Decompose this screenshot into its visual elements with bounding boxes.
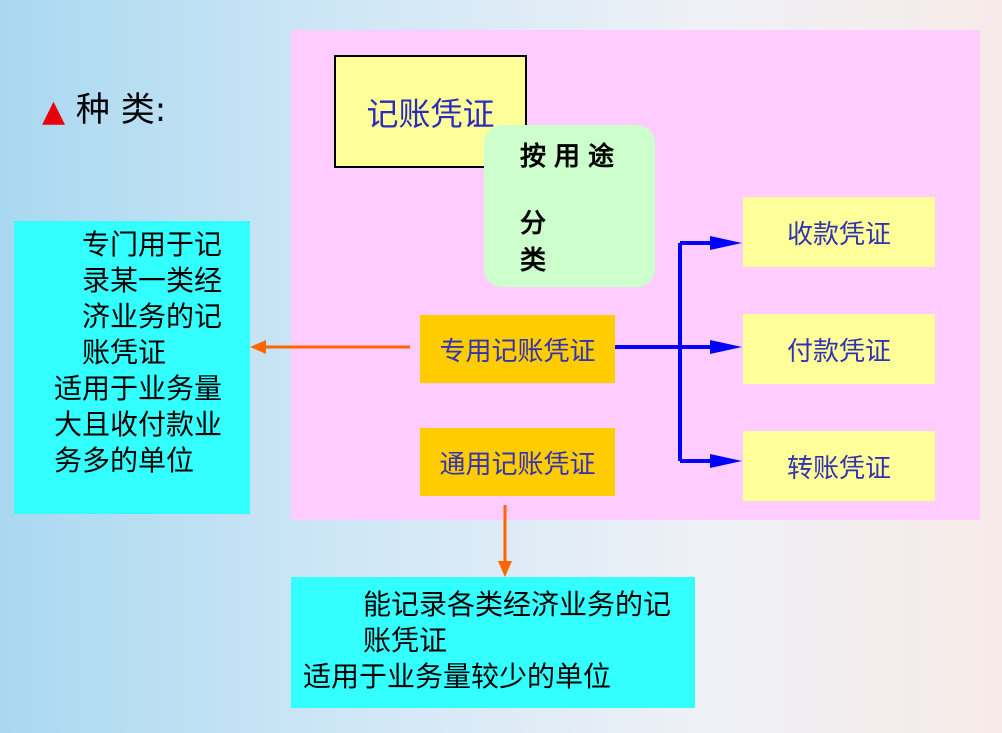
special-note-usage: 适用于业务量大且收付款业务多的单位: [54, 372, 223, 477]
general-note-usage: 适用于业务量较少的单位: [303, 660, 612, 693]
orange-arrowhead-down: [498, 561, 512, 577]
receipt-voucher-node: 收款凭证: [743, 197, 935, 267]
special-note-definition: 专门用于记录某一类经济业务的记账凭证: [82, 228, 223, 369]
general-voucher-note: 能记录各类经济业务的记账凭证 适用于业务量较少的单位: [291, 577, 695, 708]
blue-arrowhead-payment: [710, 340, 742, 354]
general-voucher-node: 通用记账凭证: [420, 428, 615, 496]
red-triangle-icon: ▲: [42, 94, 66, 129]
special-voucher-note: 专门用于记录某一类经济业务的记账凭证 适用于业务量大且收付款业务多的单位: [14, 221, 250, 514]
transfer-voucher-node: 转账凭证: [743, 431, 935, 501]
classifier-line2: 分类: [520, 208, 595, 276]
blue-arrowhead-receipt: [710, 236, 742, 250]
blue-arrowhead-transfer: [710, 454, 742, 468]
root-node: 记账凭证: [334, 55, 527, 168]
special-voucher-node: 专用记账凭证: [420, 315, 615, 383]
classifier-node: 按用途 分类: [484, 125, 655, 287]
general-note-definition: 能记录各类经济业务的记账凭证: [363, 588, 672, 657]
orange-arrowhead-left: [250, 340, 266, 354]
payment-voucher-node: 付款凭证: [743, 314, 935, 384]
section-heading-text: 种 类:: [75, 90, 167, 130]
section-heading: ▲ 种 类:: [42, 82, 166, 131]
classifier-line1: 按用途: [520, 141, 623, 172]
